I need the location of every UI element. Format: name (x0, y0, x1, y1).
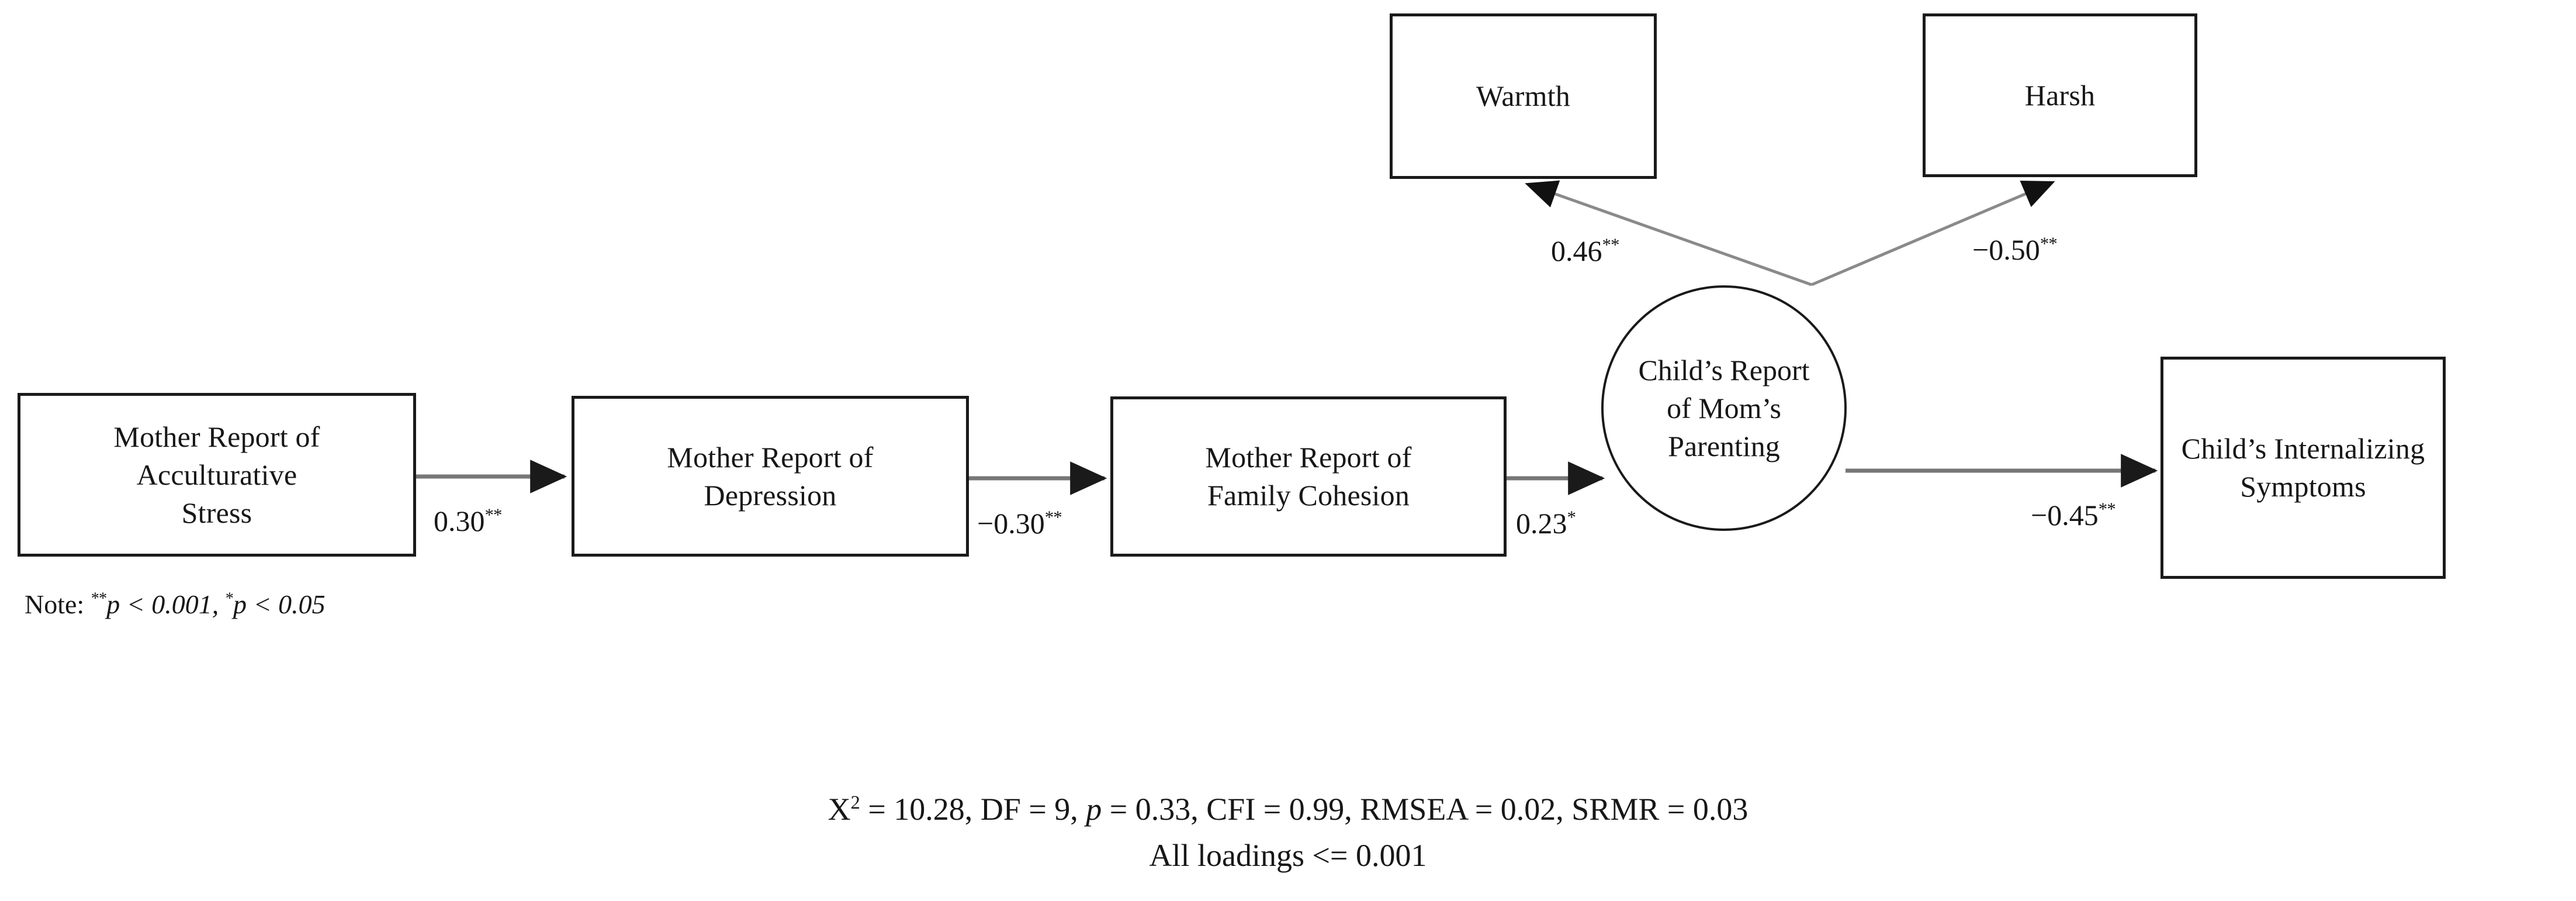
edge-coefficient: 0.46 (1551, 234, 1602, 267)
node-label-line-2: Symptoms (2240, 470, 2366, 503)
significance-note: Note: **p < 0.001, *p < 0.05 (25, 589, 326, 620)
p-value: = 0.33, (1109, 792, 1199, 827)
edge-line-parenting-to-warmth (1525, 180, 1812, 286)
node-moms-parenting[interactable]: Child’s Report of Mom’s Parenting (1601, 285, 1847, 531)
edge-label-stress-to-depression: 0.30** (434, 504, 503, 538)
node-label-line-2: of Mom’s (1667, 391, 1781, 424)
edge-label-parenting-to-warmth: 0.46** (1551, 234, 1620, 268)
node-family-cohesion[interactable]: Mother Report of Family Cohesion (1110, 396, 1507, 557)
node-warmth[interactable]: Warmth (1390, 13, 1657, 179)
edge-coefficient: 0.23 (1516, 507, 1567, 540)
significance-marker: * (1567, 506, 1576, 527)
node-family-cohesion-label: Mother Report of Family Cohesion (1205, 439, 1411, 515)
node-moms-parenting-label: Child’s Report of Mom’s Parenting (1638, 351, 1809, 465)
node-depression-label: Mother Report of Depression (667, 439, 873, 515)
node-label-line-1: Child’s Report (1638, 353, 1810, 386)
rmsea-value: RMSEA = 0.02, (1360, 792, 1564, 827)
significance-marker: ** (2040, 233, 2058, 254)
node-label-line-2: Acculturative (136, 458, 297, 491)
chi-square-value: = 10.28, (868, 792, 973, 827)
node-label-line-3: Parenting (1668, 429, 1780, 462)
fit-statistics-line-1: X2 = 10.28, DF = 9, p = 0.33, CFI = 0.99… (0, 791, 2576, 827)
chi-square-exponent: 2 (850, 792, 860, 813)
note-p-double: p < 0.001, (106, 589, 219, 619)
node-label-line-1: Child’s Internalizing (2181, 432, 2425, 465)
node-warmth-label: Warmth (1476, 80, 1570, 112)
note-prefix: Note: (25, 589, 91, 619)
edge-coefficient: 0.30 (434, 505, 485, 537)
cfi-value: CFI = 0.99, (1206, 792, 1352, 827)
significance-marker: ** (484, 504, 503, 525)
node-acculturative-stress[interactable]: Mother Report of Acculturative Stress (18, 393, 416, 557)
node-internalizing-symptoms[interactable]: Child’s Internalizing Symptoms (2160, 357, 2446, 579)
node-label-line-2: Family Cohesion (1207, 479, 1410, 512)
df-value: DF = 9, (980, 792, 1078, 827)
node-label-line-3: Stress (181, 496, 252, 529)
significance-marker: ** (1044, 506, 1062, 527)
fit-statistics-line-2: All loadings <= 0.001 (1149, 838, 1427, 873)
significance-marker: ** (2098, 498, 2116, 519)
p-symbol: p (1086, 792, 1102, 827)
srmr-value: SRMR = 0.03 (1571, 792, 1749, 827)
chi-square-symbol: X (827, 792, 851, 827)
significance-marker: ** (1602, 234, 1620, 255)
edge-label-parenting-to-harsh: −0.50** (1972, 233, 2058, 267)
edge-line-parenting-to-harsh (1811, 180, 2055, 286)
edge-coefficient: −0.45 (2031, 499, 2099, 531)
edge-label-parenting-to-internalizing: −0.45** (2031, 498, 2116, 532)
node-label-line-1: Mother Report of (667, 440, 874, 474)
edge-label-depression-to-cohesion: −0.30** (977, 506, 1062, 540)
node-depression[interactable]: Mother Report of Depression (572, 396, 969, 557)
edge-label-cohesion-to-parenting: 0.23* (1516, 506, 1576, 540)
node-label-line-1: Mother Report of (1205, 441, 1412, 474)
note-sig-single: * (225, 589, 234, 608)
node-acculturative-stress-label: Mother Report of Acculturative Stress (113, 418, 320, 532)
edge-coefficient: −0.30 (977, 507, 1045, 540)
note-p-single: p < 0.05 (233, 589, 326, 619)
node-internalizing-symptoms-label: Child’s Internalizing Symptoms (2182, 430, 2425, 506)
node-harsh[interactable]: Harsh (1923, 13, 2197, 177)
edge-coefficient: −0.50 (1972, 233, 2040, 266)
node-label-line-2: Depression (704, 478, 837, 512)
node-harsh-label: Harsh (2024, 78, 2096, 112)
node-label-line-1: Mother Report of (113, 420, 320, 453)
note-sig-double: ** (91, 589, 107, 608)
